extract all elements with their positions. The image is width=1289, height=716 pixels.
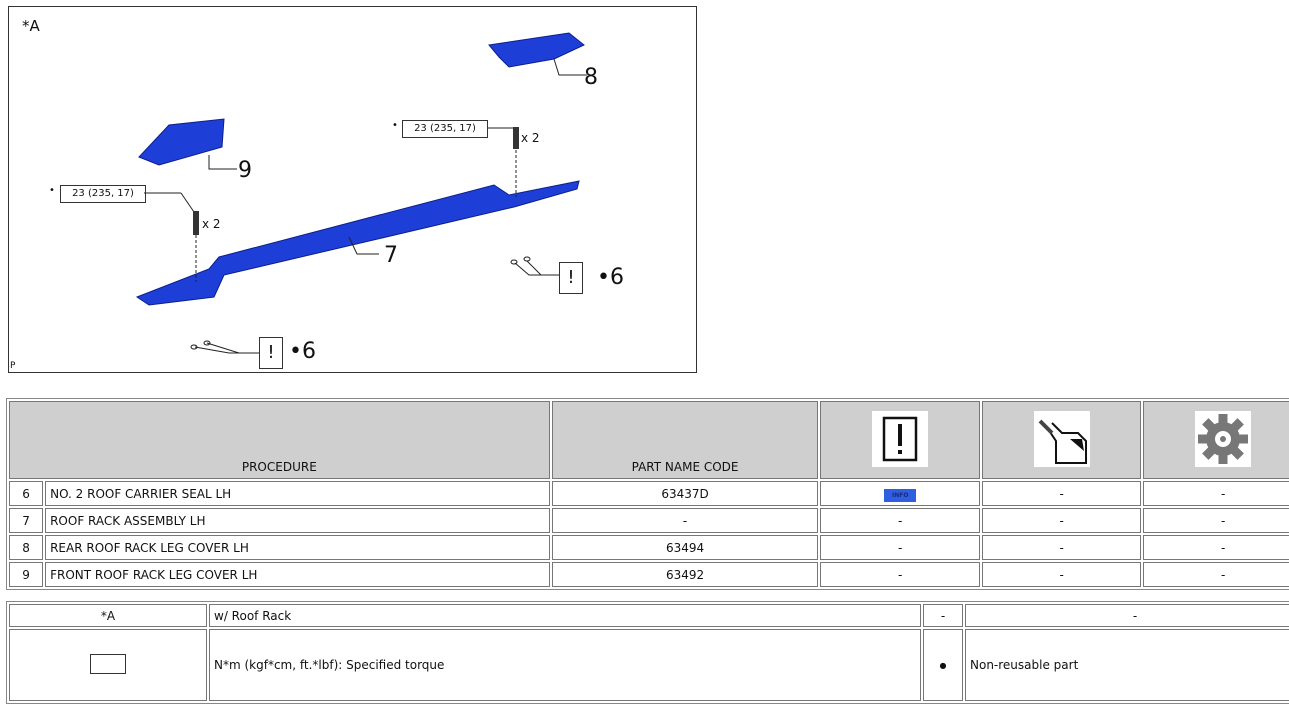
bolt-qty: x 2 [521,131,540,145]
bullet: • [49,185,55,196]
gear-icon [1195,410,1252,467]
part-code: 63494 [551,535,819,560]
non-reusable-cell: - [820,508,980,533]
front-leg-cover [138,118,225,166]
callout-6: •6 [289,339,316,364]
rear-leg-cover [488,32,585,68]
part-name-code-header: PART NAME CODE [551,401,819,479]
table-row: 8 REAR ROOF RACK LEG COVER LH 63494 - - … [9,535,1289,560]
part-name: REAR ROOF RACK LEG COVER LH [45,535,550,560]
table-row: 6 NO. 2 ROOF CARRIER SEAL LH 63437D INFO… [9,481,1289,506]
table-row: 9 FRONT ROOF RACK LEG COVER LH 63492 - -… [9,562,1289,587]
part-name: FRONT ROOF RACK LEG COVER LH [45,562,550,587]
torque-cell: - [1143,481,1289,506]
lubricant-can-icon [1033,410,1090,467]
legend-symbol: - [923,604,963,627]
legend-desc: N*m (kgf*cm, ft.*lbf): Specified torque [209,629,921,701]
part-code: 63437D [551,481,819,506]
bullet: • [392,120,398,131]
legend-symbol-desc: - [965,604,1289,627]
torque-cell: - [1143,508,1289,533]
non-reusable-cell: - [820,535,980,560]
torque-cell: - [1143,562,1289,587]
part-code: - [551,508,819,533]
callout-6: •6 [597,265,624,290]
table-header: PROCEDURE PART NAME CODE [9,401,1289,479]
info-button[interactable]: INFO [884,488,917,502]
exploded-view-illustration [135,32,587,354]
callout-9: 9 [238,158,252,183]
row-number: 6 [9,481,44,506]
view-label: *A [22,17,40,35]
legend-symbol-desc: Non-reusable part [965,629,1289,701]
lubricant-cell: - [981,535,1142,560]
non-reusable-part-icon [872,410,929,467]
corner-label: P [10,361,16,371]
part-code: 63492 [551,562,819,587]
bolt-qty: x 2 [202,217,221,231]
torque-cell: - [1143,535,1289,560]
procedure-header: PROCEDURE [9,401,550,479]
legend-table: *A w/ Roof Rack - - N*m (kgf*cm, ft.*lbf… [6,601,1289,704]
part-name: ROOF RACK ASSEMBLY LH [45,508,550,533]
torque-label: 23 (235, 17) [402,120,488,138]
row-number: 7 [9,508,44,533]
parts-diagram: *A P 8 9 7 • 23 (235, 17) x 2 • 23 (235,… [8,6,697,373]
torque-label: 23 (235, 17) [60,185,146,203]
part-name: NO. 2 ROOF CARRIER SEAL LH [45,481,550,506]
roof-rack [135,180,580,306]
legend-row: *A w/ Roof Rack - - [9,604,1289,627]
non-reusable-icon: ! [559,262,583,294]
legend-desc: w/ Roof Rack [209,604,921,627]
callout-7: 7 [384,243,398,268]
lubricant-cell: - [981,508,1142,533]
legend-symbol: ● [923,629,963,701]
row-number: 9 [9,562,44,587]
legend-row: N*m (kgf*cm, ft.*lbf): Specified torque … [9,629,1289,701]
non-reusable-cell: - [820,562,980,587]
lubricant-cell: - [981,481,1142,506]
callout-8: 8 [584,65,598,90]
table-row: 7 ROOF RACK ASSEMBLY LH - - - - [9,508,1289,533]
row-number: 8 [9,535,44,560]
non-reusable-icon: ! [259,337,283,369]
parts-table: PROCEDURE PART NAME CODE 6 NO. 2 ROOF CA… [6,398,1289,590]
legend-key: *A [9,604,207,627]
lubricant-cell: - [981,562,1142,587]
torque-box-icon [90,653,126,674]
